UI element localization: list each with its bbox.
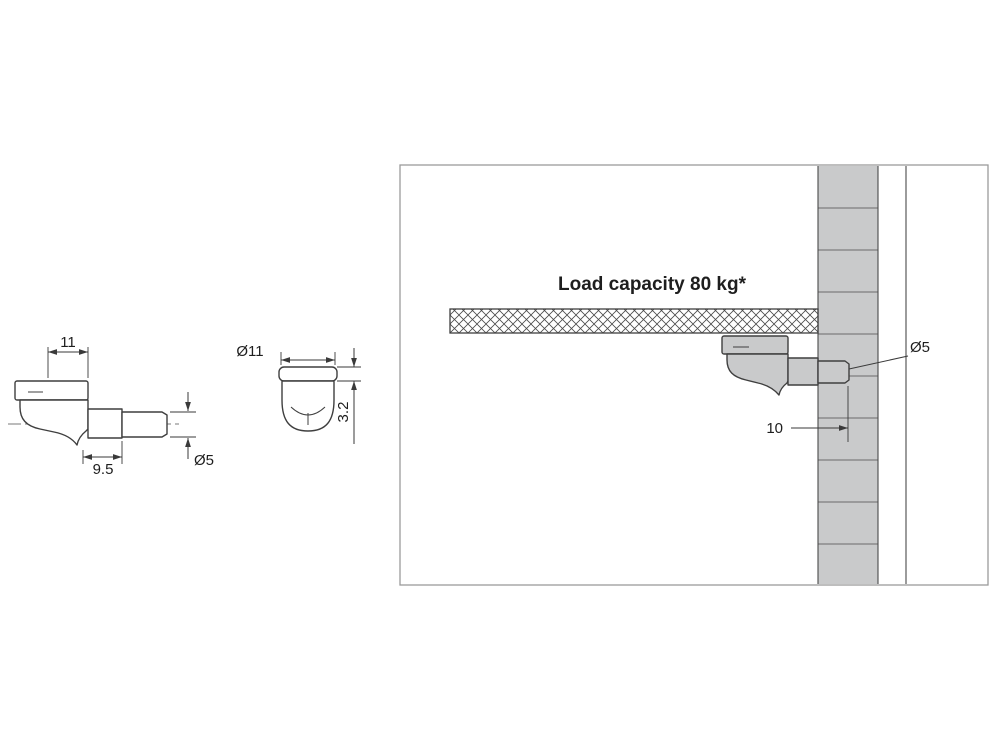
flange-side-view	[14, 380, 89, 401]
front-view: Ø11 3.2	[236, 343, 361, 444]
leader-line	[848, 355, 909, 370]
dim-label-depth: 9.5	[93, 461, 114, 478]
pin-neck-side-view	[87, 408, 123, 439]
shelf-board	[449, 308, 819, 334]
dim-label-insertion-depth: 10	[766, 420, 783, 437]
flange-installed	[721, 335, 789, 355]
side-view: 11 9.5 Ø5	[8, 334, 214, 478]
pin-neck-installed	[787, 357, 819, 386]
body-front-view	[281, 380, 335, 432]
dim-label-pin-diameter-installed: Ø5	[910, 339, 930, 356]
load-capacity-label: Load capacity 80 kg*	[558, 274, 747, 295]
dim-label-width: 11	[60, 334, 76, 351]
dim-label-diameter: Ø11	[236, 343, 263, 360]
pin-shaft-side-view	[121, 411, 168, 438]
pin-shaft-installed	[817, 360, 850, 384]
installation-frame	[399, 164, 989, 586]
installation-view: Load capacity 80 kg* 10 Ø5	[399, 164, 989, 586]
bracket-side-view	[19, 399, 89, 446]
dim-label-pin-diameter: Ø5	[194, 452, 214, 469]
dim-label-flange-thickness: 3.2	[335, 402, 352, 423]
installed-shelf-support	[721, 335, 850, 396]
bracket-installed	[726, 353, 789, 396]
flange-front-view	[278, 366, 338, 382]
